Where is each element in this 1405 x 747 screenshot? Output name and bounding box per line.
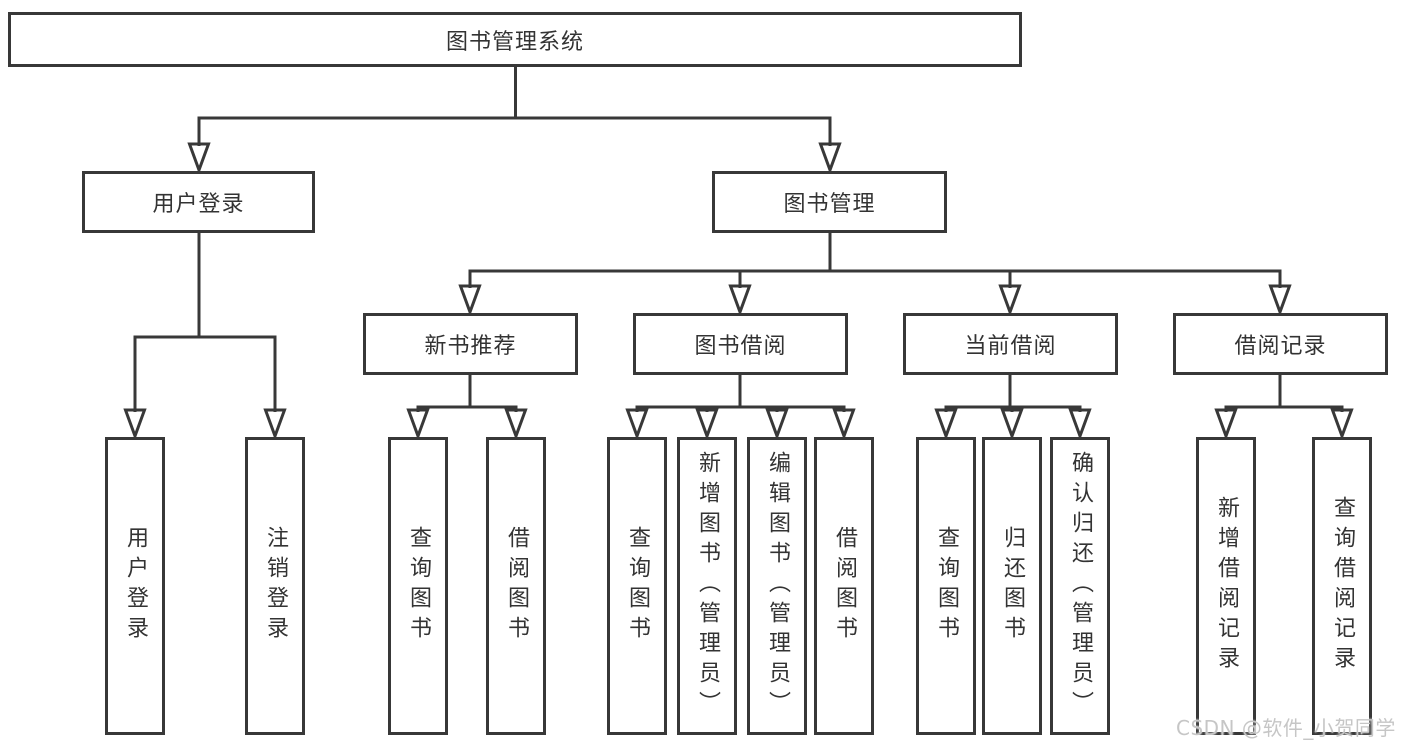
node-borrow-records-label: 借阅记录 — [1234, 334, 1327, 359]
node-current-borrow: 当前借阅 — [903, 313, 1118, 375]
leaf-borrow-books-borrow-label: 借阅图书 — [832, 526, 857, 646]
connector-user-login — [133, 233, 277, 412]
leaf-add-borrow-record: 新增借阅记录 — [1196, 437, 1256, 735]
connector-new-book — [416, 375, 518, 412]
leaf-query-books-current: 查询图书 — [916, 437, 976, 735]
leaf-query-books-borrow-label: 查询图书 — [625, 526, 650, 646]
node-book-borrow-label: 图书借阅 — [694, 334, 787, 359]
leaf-add-book-admin: 新增图书（管理员） — [677, 437, 737, 735]
leaf-query-borrow-record-label: 查询借阅记录 — [1330, 496, 1355, 676]
leaf-return-books: 归还图书 — [982, 437, 1042, 735]
connector-current-borrow — [944, 375, 1082, 412]
leaf-logout: 注销登录 — [245, 437, 305, 735]
leaf-confirm-return-admin: 确认归还（管理员） — [1050, 437, 1110, 735]
leaf-confirm-return-admin-label: 确认归还（管理员） — [1068, 451, 1093, 721]
node-book-management-label: 图书管理 — [783, 192, 876, 217]
leaf-add-borrow-record-label: 新增借阅记录 — [1214, 496, 1239, 676]
node-user-login: 用户登录 — [82, 171, 315, 233]
node-user-login-label: 用户登录 — [152, 192, 245, 217]
leaf-query-borrow-record: 查询借阅记录 — [1312, 437, 1372, 735]
leaf-query-books-borrow: 查询图书 — [607, 437, 667, 735]
node-book-management: 图书管理 — [712, 171, 947, 233]
node-book-borrow: 图书借阅 — [633, 313, 848, 375]
connector-root — [197, 66, 832, 146]
leaf-borrow-books-borrow: 借阅图书 — [814, 437, 874, 735]
node-current-borrow-label: 当前借阅 — [964, 334, 1057, 359]
node-library-system-label: 图书管理系统 — [445, 29, 584, 55]
node-library-system: 图书管理系统 — [8, 12, 1022, 67]
node-borrow-records: 借阅记录 — [1173, 313, 1388, 375]
leaf-logout-label: 注销登录 — [263, 526, 288, 646]
connector-borrow-records — [1224, 375, 1344, 412]
node-new-book-recommend: 新书推荐 — [363, 313, 578, 375]
leaf-query-books-recommend: 查询图书 — [388, 437, 448, 735]
node-new-book-recommend-label: 新书推荐 — [424, 334, 517, 359]
csdn-watermark: CSDN @软件_小贺同学 — [1176, 716, 1396, 740]
leaf-borrow-books-recommend: 借阅图书 — [486, 437, 546, 735]
leaf-edit-book-admin: 编辑图书（管理员） — [747, 437, 807, 735]
leaf-query-books-recommend-label: 查询图书 — [406, 526, 431, 646]
leaf-user-login-label: 用户登录 — [123, 526, 148, 646]
leaf-borrow-books-recommend-label: 借阅图书 — [504, 526, 529, 646]
leaf-user-login: 用户登录 — [105, 437, 165, 735]
leaf-add-book-admin-label: 新增图书（管理员） — [695, 451, 720, 721]
connector-book-borrow — [635, 375, 846, 412]
leaf-edit-book-admin-label: 编辑图书（管理员） — [765, 451, 790, 721]
leaf-query-books-current-label: 查询图书 — [934, 526, 959, 646]
connector-book-management — [468, 233, 1282, 288]
leaf-return-books-label: 归还图书 — [1000, 526, 1025, 646]
